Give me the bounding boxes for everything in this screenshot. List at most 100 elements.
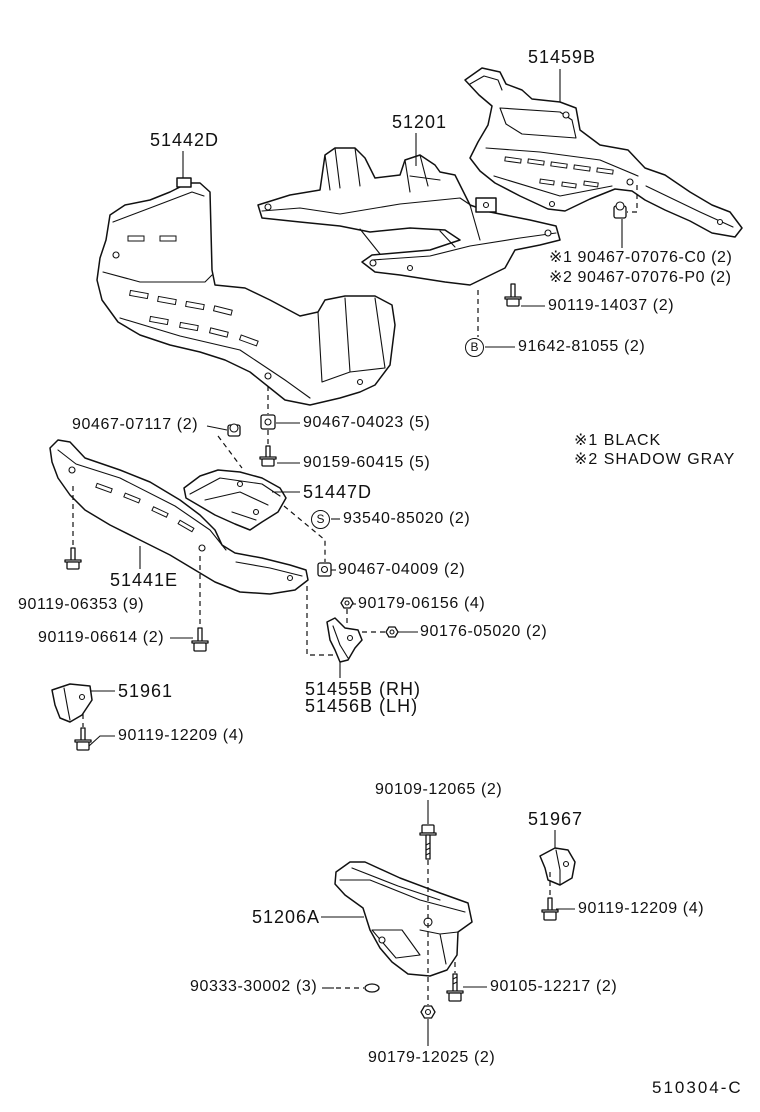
part-label-90333-30002: 90333-30002 (3)	[190, 978, 318, 995]
front-under-cover-hole	[356, 378, 364, 386]
crossmember-hole	[406, 264, 414, 272]
part-label-90119-06614: 90119-06614 (2)	[38, 629, 165, 646]
crossmember-brace	[359, 204, 481, 255]
bolt-shaft	[425, 834, 431, 860]
front-under-cover-box-edges	[317, 297, 386, 383]
bracket-51967-drawing	[539, 847, 576, 886]
clip-90467-07117-drawing	[227, 423, 241, 437]
center-cover-edge	[189, 477, 281, 497]
bolt-head	[66, 561, 80, 570]
bolt-shaft	[265, 445, 271, 459]
front-under-cover-slot	[157, 295, 177, 306]
front-under-cover-slot	[159, 235, 177, 242]
front-spoiler-hole	[286, 574, 294, 582]
rear-under-cover-ridge	[485, 147, 639, 177]
bracket-51961-fold	[63, 687, 71, 721]
part-label-51447d: 51447D	[303, 482, 373, 502]
diagram-code: 510304-C	[652, 1078, 743, 1097]
bracket-51961-drawing	[51, 683, 93, 723]
front-under-cover-slot	[149, 315, 169, 326]
washer-90333-30002-drawing	[364, 983, 380, 993]
rear-under-cover-rib	[493, 175, 613, 197]
front-spoiler-slot	[95, 482, 113, 494]
bolt-90119-12209-left-drawing	[74, 727, 92, 751]
crossmember-tower-middle	[404, 154, 441, 193]
mount-bracket-hole	[378, 936, 386, 944]
part-label-51456b: 51456B (LH)	[305, 696, 419, 716]
legend-item-shadow-gray: ※2 SHADOW GRAY	[574, 451, 736, 468]
rear-under-cover-drawing	[464, 67, 743, 238]
crossmember-hole	[482, 201, 490, 209]
bolt-90105-12217-drawing	[446, 973, 464, 1002]
nut-90179-06156-drawing	[340, 597, 354, 609]
side-bracket-fold	[332, 625, 349, 659]
bolt-head	[261, 458, 275, 467]
bolt-head	[76, 741, 90, 751]
front-spoiler-hole	[198, 544, 206, 552]
front-spoiler-edge	[57, 449, 227, 551]
rear-under-cover-hole	[562, 111, 570, 119]
front-spoiler-slot	[123, 492, 141, 504]
mount-bracket-inner-edge	[351, 867, 441, 901]
front-under-cover-slot	[212, 305, 233, 316]
crossmember-lower-rail	[371, 232, 557, 261]
bolt-head	[193, 642, 207, 652]
center-cover-hole	[252, 508, 260, 516]
part-label-90159-60415: 90159-60415 (5)	[303, 454, 431, 471]
front-under-cover-hole	[112, 251, 120, 259]
bolt-head	[506, 298, 520, 307]
part-label-90179-06156: 90179-06156 (4)	[358, 595, 486, 612]
bracket-51961-outline	[51, 683, 93, 723]
nut-bore	[389, 629, 395, 635]
center-cover-outline	[183, 469, 287, 531]
front-under-cover-drawing	[96, 177, 396, 406]
center-cover-hole	[236, 480, 244, 488]
rear-under-cover-flange	[469, 75, 503, 91]
part-label-clip-p0: ※2 90467-07076-P0 (2)	[549, 269, 732, 286]
bolt-shaft	[80, 727, 86, 742]
mark-s-badge: S	[311, 510, 330, 529]
front-spoiler-lip	[235, 561, 303, 577]
rear-under-cover-hole	[548, 200, 556, 208]
bracket-51967-fold	[555, 849, 561, 885]
part-label-90119-12209-left: 90119-12209 (4)	[118, 727, 245, 744]
mount-bracket-drawing	[334, 861, 473, 977]
part-label-90176-05020: 90176-05020 (2)	[420, 623, 548, 640]
part-label-51961: 51961	[118, 681, 174, 701]
assembly-line	[217, 435, 243, 469]
bracket-51967-hole	[562, 860, 570, 868]
front-under-cover-tab	[176, 177, 192, 188]
bolt-thread	[452, 976, 458, 985]
rear-under-cover-slot	[561, 181, 577, 189]
mount-bracket-outline	[334, 861, 473, 977]
legend-item-black: ※1 BLACK	[574, 432, 662, 449]
bolt-head	[448, 992, 462, 1002]
bracket-51967-outline	[539, 847, 576, 886]
front-under-cover-slot	[238, 334, 259, 347]
front-under-cover-bottom-fold	[119, 317, 311, 399]
bolt-shaft	[547, 897, 553, 912]
nut-bore	[424, 1008, 432, 1016]
side-bracket-outline	[326, 617, 363, 663]
front-under-cover-hole	[264, 372, 272, 380]
side-bracket-drawing	[326, 617, 363, 663]
part-label-90119-06353: 90119-06353 (9)	[18, 596, 145, 613]
crossmember-hole	[369, 259, 377, 267]
rear-under-cover-slot	[583, 180, 599, 188]
part-label-90467-07117: 90467-07117 (2)	[72, 416, 199, 433]
front-spoiler-hole	[68, 466, 76, 474]
leader-line	[88, 735, 115, 747]
side-bracket-hole	[346, 634, 354, 642]
bolt-90159-60415-drawing	[259, 445, 277, 467]
washer-ring	[364, 983, 380, 993]
rear-under-cover-boss	[499, 107, 577, 139]
assembly-line	[283, 505, 326, 562]
part-label-clip-c0: ※1 90467-07076-C0 (2)	[549, 249, 733, 266]
part-label-51201: 51201	[392, 112, 448, 132]
center-cover-drawing	[183, 469, 287, 531]
rear-under-cover-slot	[504, 156, 522, 164]
rear-under-cover-slot	[539, 178, 555, 186]
rear-under-cover-hole	[716, 218, 724, 226]
part-label-90179-12025: 90179-12025 (2)	[368, 1049, 496, 1066]
center-cover-rib	[204, 491, 269, 521]
